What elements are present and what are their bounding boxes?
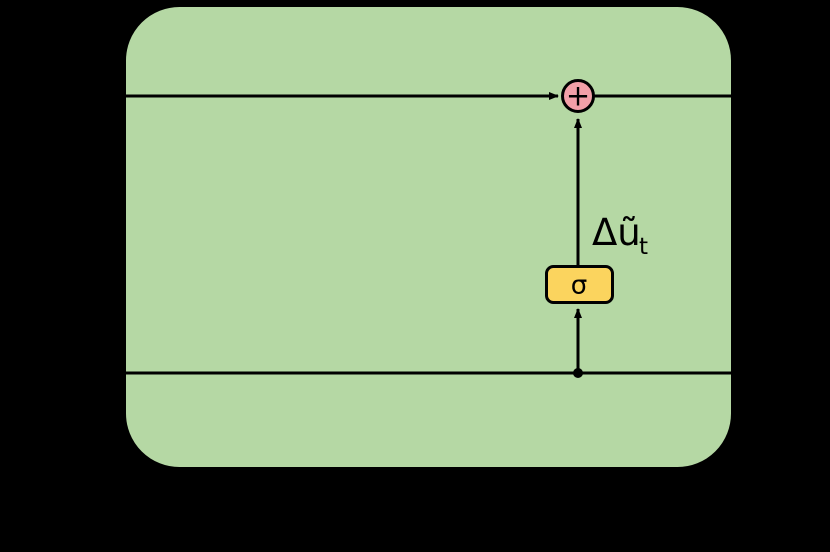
delta-u-tilde-subscript: t xyxy=(639,234,648,260)
addition-operator[interactable] xyxy=(561,79,595,113)
sigmoid-gate[interactable] xyxy=(545,265,614,304)
sigmoid-gate-label: σ xyxy=(571,271,587,301)
branch-junction-dot xyxy=(573,368,583,378)
addition-operator-label: + xyxy=(566,79,590,113)
delta-u-tilde-label: Δũ xyxy=(592,211,641,254)
